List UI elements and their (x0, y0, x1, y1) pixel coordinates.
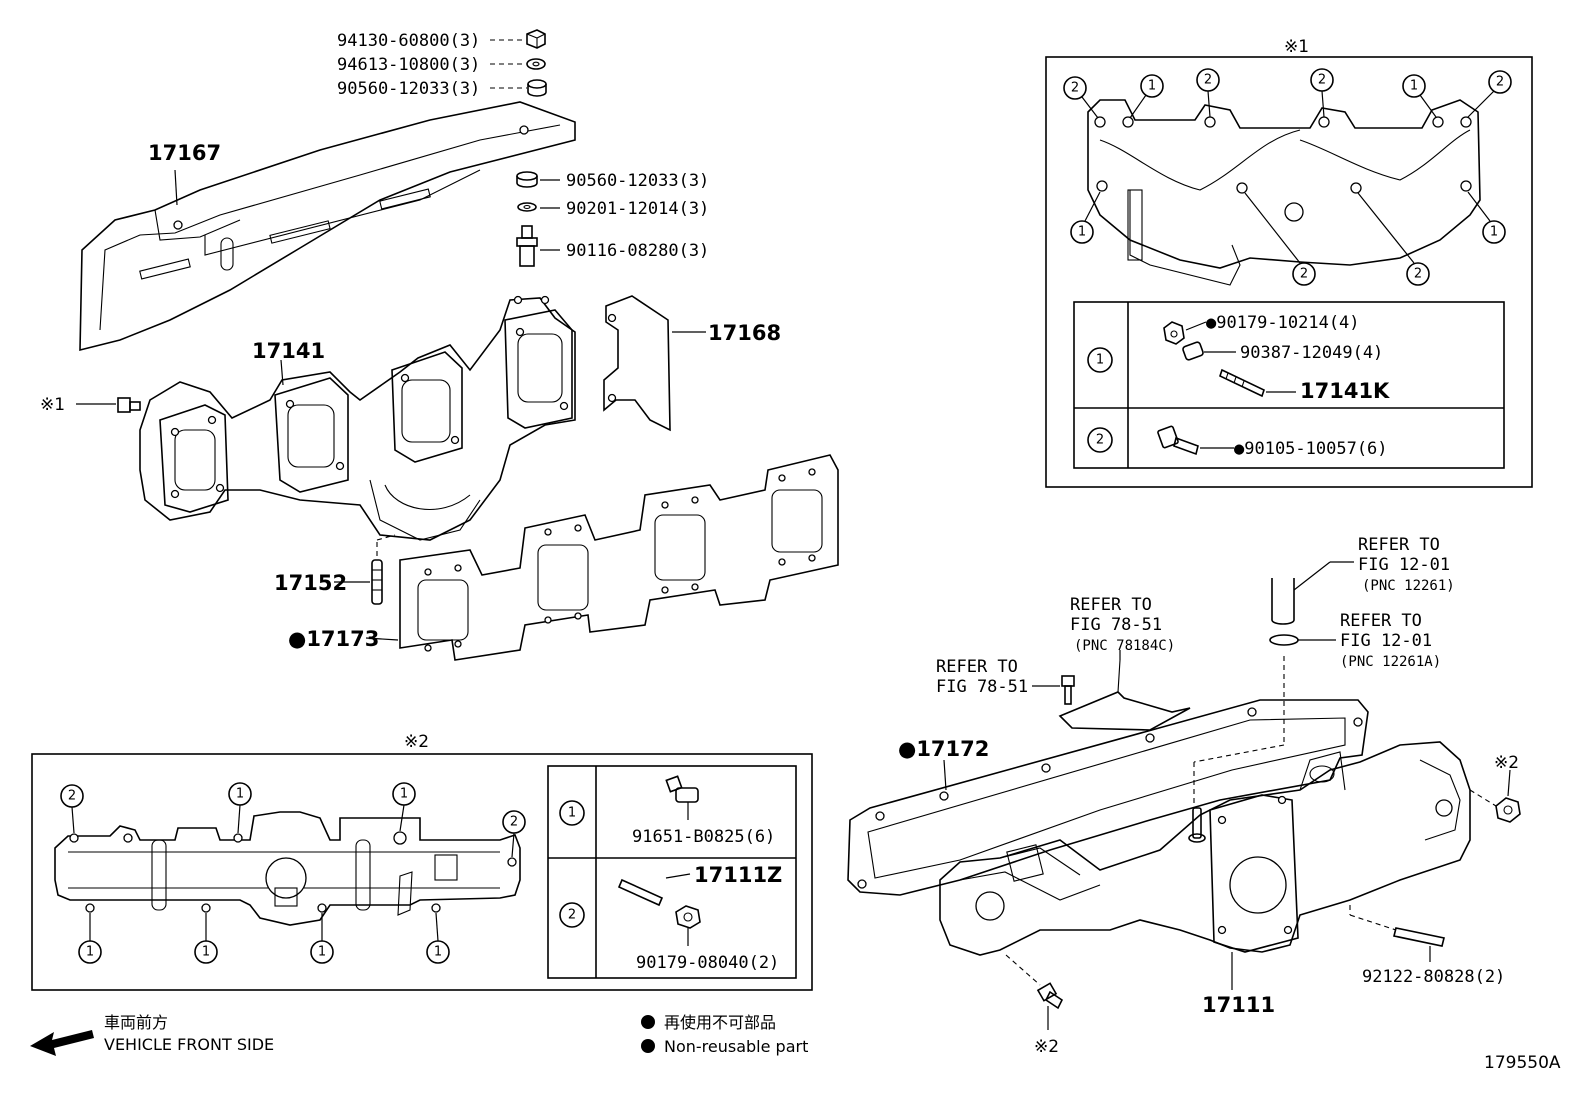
marker-2: 2 (1414, 267, 1422, 282)
callout-94613: 94613-10800(3) (337, 55, 480, 75)
stud-column: 90560-12033(3) 90201-12014(3) 90116-0828… (516, 171, 709, 267)
nut-icon (1495, 797, 1521, 823)
callout-90116: 90116-08280(3) (566, 241, 709, 261)
inset-note1: ※1 2 1 2 2 1 2 1 2 2 1 (1045, 37, 1533, 488)
legend-vehicle-en: VEHICLE FRONT SIDE (104, 1035, 274, 1054)
marker-1: 1 (236, 787, 244, 802)
callout-note2-bottom: ※2 (1034, 1037, 1059, 1057)
marker-1: 1 (1148, 79, 1156, 94)
bolt-icon (1036, 982, 1064, 1010)
stud-icon (617, 878, 664, 907)
legend-nonreuse-jp: 再使用不可部品 (664, 1013, 776, 1032)
ref-b-line1: REFER TO (1340, 611, 1422, 631)
marker-1: 1 (202, 945, 210, 960)
marker-2: 2 (1071, 81, 1079, 96)
inset1-markers: 2 1 2 2 1 2 1 2 2 1 (1063, 68, 1512, 286)
stud-17152: 17152 (274, 534, 396, 605)
marker-2: 2 (68, 789, 76, 804)
callout-90560-mid: 90560-12033(3) (566, 171, 709, 191)
marker-1: 1 (1490, 225, 1498, 240)
ref-c-line1: REFER TO (1070, 595, 1152, 615)
heat-insulator-17167: 17167 (79, 101, 576, 352)
ref-a-line2: FIG 12-01 (1358, 555, 1450, 575)
legend-vehicle-jp: 車両前方 (104, 1013, 168, 1032)
marker-1: 1 (318, 945, 326, 960)
callout-inset1-90179: ●90179-10214(4) (1206, 313, 1360, 333)
ref-c-line2: FIG 78-51 (1070, 615, 1162, 635)
marker-2: 2 (1300, 267, 1308, 282)
nut-icon (526, 29, 546, 49)
callout-17141: 17141 (252, 339, 325, 363)
callout-90201: 90201-12014(3) (566, 199, 709, 219)
callout-inset2-91651: 91651-B0825(6) (632, 827, 775, 847)
nonreuse-dot-icon (641, 1039, 655, 1053)
inset2-row2-number: 2 (568, 908, 576, 923)
callout-inset1-17141K: 17141K (1300, 379, 1390, 403)
callout-92122: 92122-80828(2) (1362, 967, 1505, 987)
inset-note2: ※2 2 1 1 2 1 1 1 1 (31, 732, 813, 991)
marker-1: 1 (86, 945, 94, 960)
callout-inset1-90105: ●90105-10057(6) (1234, 439, 1388, 459)
marker-1: 1 (400, 787, 408, 802)
marker-1: 1 (1410, 79, 1418, 94)
callout-17167: 17167 (148, 141, 221, 165)
callout-90560-top: 90560-12033(3) (337, 79, 480, 99)
callout-94130: 94130-60800(3) (337, 31, 480, 51)
inset1-title: ※1 (1284, 37, 1309, 57)
bolt-icon (665, 775, 699, 803)
washer-icon (526, 58, 546, 70)
exhaust-manifold-17141: 17141 ※1 (40, 295, 576, 541)
ref-a-line3: (PNC 12261) (1362, 578, 1455, 594)
refer-callouts: REFER TO FIG 12-01 (PNC 12261) REFER TO … (936, 535, 1455, 731)
inset2-markers: 2 1 1 2 1 1 1 1 (60, 782, 526, 964)
callout-note2-right: ※2 (1494, 753, 1519, 773)
figure-id: 179550A (1484, 1053, 1561, 1073)
callout-inset2-17111Z: 17111Z (694, 863, 782, 887)
marker-2: 2 (1496, 75, 1504, 90)
inset1-row1-number: 1 (1096, 353, 1104, 368)
nut-icon (675, 905, 701, 929)
marker-2: 2 (510, 815, 518, 830)
ref-a-line1: REFER TO (1358, 535, 1440, 555)
callout-inset1-90387: 90387-12049(4) (1240, 343, 1383, 363)
ref-b-line3: (PNC 12261A) (1340, 654, 1441, 670)
bolt-icon (117, 397, 141, 413)
marker-1: 1 (434, 945, 442, 960)
callout-17168: 17168 (708, 321, 781, 345)
bracket-17168: 17168 (603, 295, 781, 432)
callout-17111: 17111 (1202, 993, 1275, 1017)
inset2-row1-number: 1 (568, 806, 576, 821)
callout-inset2-90179: 90179-08040(2) (636, 953, 779, 973)
ref-b-line2: FIG 12-01 (1340, 631, 1432, 651)
ref-d-line1: REFER TO (936, 657, 1018, 677)
inset1-row2-number: 2 (1096, 433, 1104, 448)
marker-2: 2 (1318, 73, 1326, 88)
legend: 車両前方 VEHICLE FRONT SIDE 再使用不可部品 Non-reus… (30, 1013, 808, 1056)
intake-manifold-17111: ●17172 17111 ※2 ※2 (847, 656, 1521, 1057)
callout-17173: ●17173 (288, 627, 379, 651)
marker-1: 1 (1078, 225, 1086, 240)
gasket-17173: ●17173 (288, 454, 839, 661)
ref-c-line3: (PNC 78184C) (1074, 638, 1175, 654)
inset2-title: ※2 (404, 732, 429, 752)
callout-note1-left: ※1 (40, 395, 65, 415)
marker-2: 2 (1204, 73, 1212, 88)
front-arrow-icon (30, 1030, 94, 1056)
ref-d-line2: FIG 78-51 (936, 677, 1028, 697)
callout-17152: 17152 (274, 571, 347, 595)
spacer-icon (527, 79, 547, 97)
hardware-stack-top: 94130-60800(3) 94613-10800(3) 90560-1203… (337, 29, 547, 99)
nonreuse-dot-icon (641, 1015, 655, 1029)
callout-17172: ●17172 (898, 737, 989, 761)
legend-nonreuse-en: Non-reusable part (664, 1037, 808, 1056)
